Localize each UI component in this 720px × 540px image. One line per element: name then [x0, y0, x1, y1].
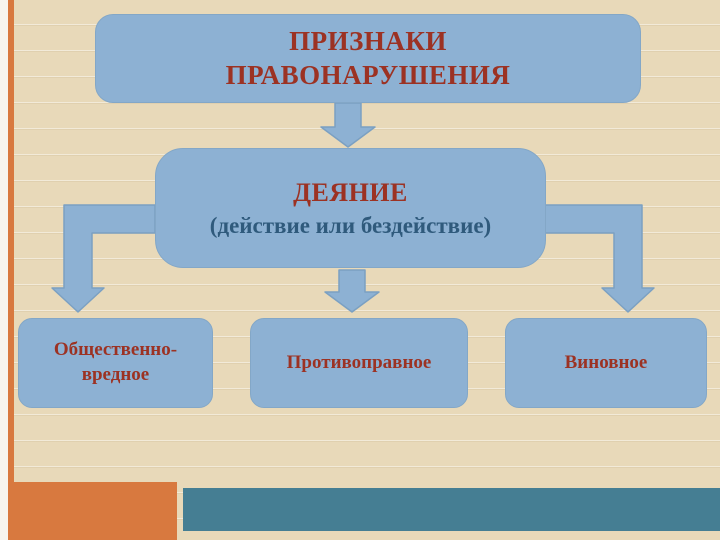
branch-unlawful: Противоправное: [250, 318, 468, 408]
left-margin: [0, 0, 8, 540]
branch-label: Виновное: [564, 351, 648, 373]
act-subtitle: (действие или бездействие): [209, 212, 492, 238]
footer-bar-orange: [10, 482, 177, 540]
branch-label: Противоправное: [286, 351, 432, 373]
act-title: ДЕЯНИЕ: [293, 177, 408, 207]
branch-guilty: Виновное: [505, 318, 707, 408]
arrow-down-top-icon: [320, 102, 376, 148]
title-box: ПРИЗНАКИ ПРАВОНАРУШЕНИЯ: [95, 14, 641, 103]
arrow-elbow-right-icon: [544, 204, 655, 313]
arrow-down-middle-icon: [324, 269, 380, 313]
act-box: ДЕЯНИЕ (действие или бездействие): [155, 148, 546, 268]
arrow-elbow-left-icon: [51, 204, 156, 313]
branch-socially-harmful: Общественно- вредное: [18, 318, 213, 408]
slide-title: ПРИЗНАКИ ПРАВОНАРУШЕНИЯ: [225, 25, 511, 90]
footer-bar-teal: [183, 488, 720, 531]
branch-label: Общественно- вредное: [53, 339, 178, 385]
left-accent-stripe: [8, 0, 14, 540]
